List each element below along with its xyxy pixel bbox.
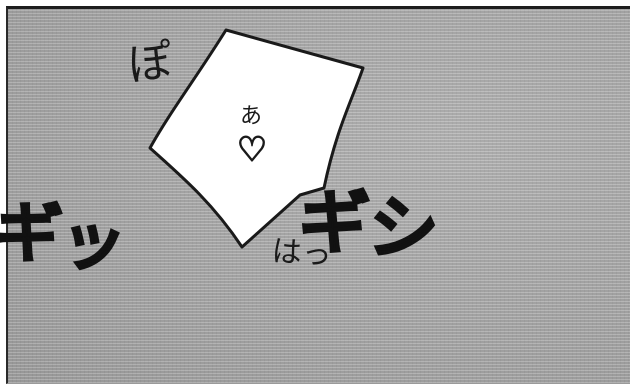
speech-text-a: あ [240,104,262,129]
speech-heart: ♡ [237,130,267,170]
sfx-gishi-right: ギシ [295,177,443,274]
sfx-gi-left: ギッ [0,189,131,285]
speech-bubble [148,28,365,249]
sfx-ha: はっ [271,234,333,273]
sfx-po: ぽ [126,36,175,91]
